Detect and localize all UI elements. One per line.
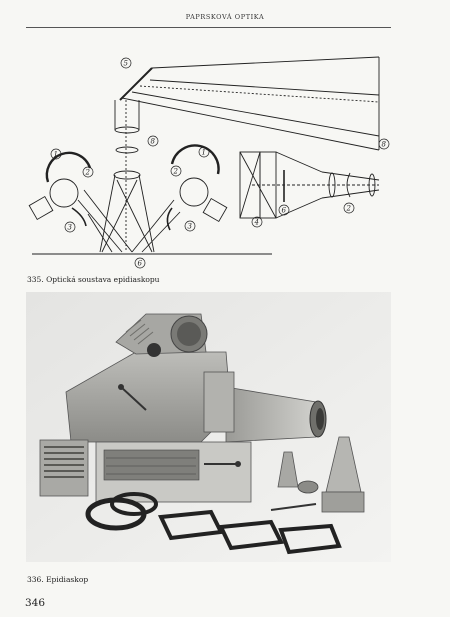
label-3-right: 3: [188, 223, 193, 231]
label-6-prime: 6: [282, 207, 287, 215]
epidiascope-illustration: [26, 292, 391, 562]
page-number: 346: [25, 597, 46, 609]
label-6: 6: [138, 260, 143, 268]
optical-system-diagram: 5 8 8 1 2 3 1 2 3 4 6 6 2: [28, 56, 390, 269]
figure-336-caption: 336. Epidiaskop: [27, 575, 89, 584]
label-1-left: 1: [54, 151, 58, 159]
label-1-right: 1: [202, 149, 206, 157]
proj-lens-2: [346, 172, 351, 198]
label-2-right: 2: [173, 168, 179, 176]
label-3-left: 3: [68, 224, 73, 232]
left-lamp-socket: [28, 195, 54, 221]
right-condenser: [166, 207, 173, 231]
epidiascope-photograph: [26, 292, 391, 562]
right-lamp-bulb: [179, 177, 209, 207]
transformer-box: [39, 439, 89, 497]
slide-frames: [157, 509, 342, 555]
right-lamp-socket: [202, 197, 228, 223]
proj-lens-3: [368, 173, 376, 197]
label-2-proj: 2: [346, 205, 352, 213]
label-4: 4: [254, 219, 259, 227]
figure-335-caption: 335. Optická soustava epidiaskopu: [27, 275, 160, 284]
left-reflector: [45, 151, 92, 183]
label-2-left: 2: [85, 169, 91, 177]
left-condenser: [71, 207, 87, 227]
label-5: 5: [124, 60, 129, 68]
header-rule: [26, 27, 391, 28]
left-lamp-bulb: [49, 178, 79, 208]
right-reflector: [170, 144, 220, 175]
label-7: 8: [151, 138, 156, 146]
proj-lens-1: [328, 172, 336, 198]
running-header: PAPRSKOVÁ OPTIKA: [185, 13, 265, 21]
label-8: 8: [382, 141, 387, 149]
upper-mirror: [119, 67, 153, 101]
